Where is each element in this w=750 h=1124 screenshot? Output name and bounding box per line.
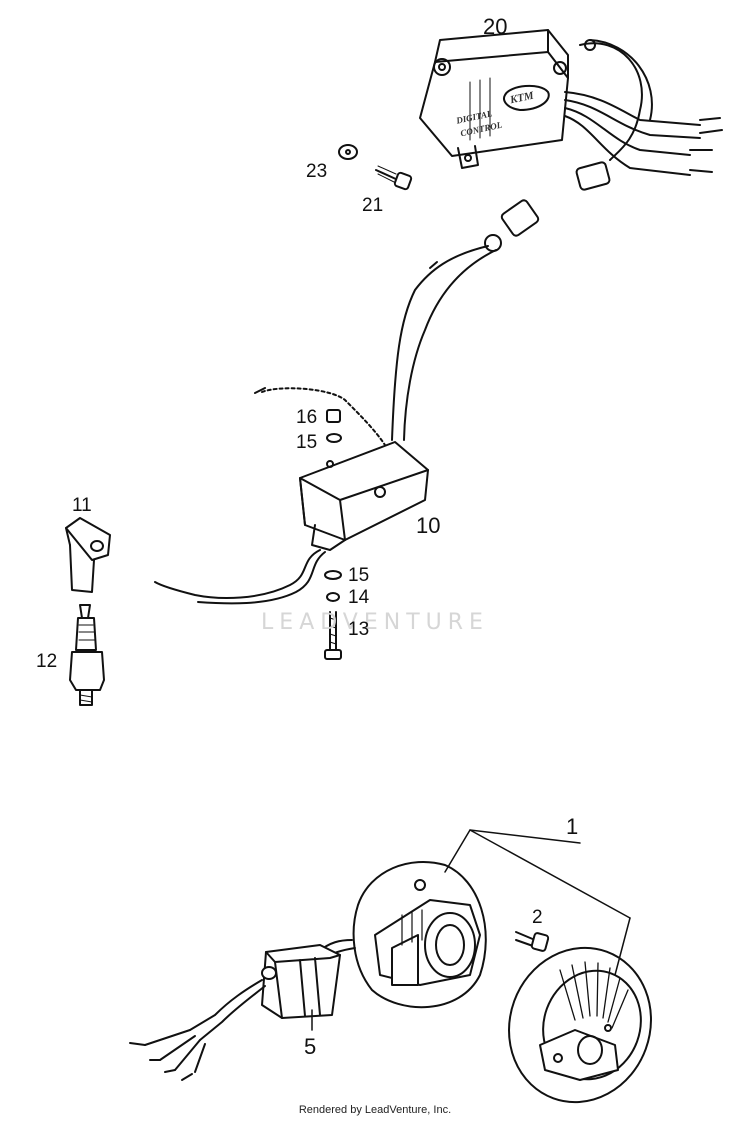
callout-16: 16 bbox=[296, 407, 318, 428]
callout-15-lower: 15 bbox=[348, 565, 370, 586]
callout-11: 11 bbox=[72, 495, 92, 516]
washer-15-upper bbox=[326, 433, 342, 443]
callout-20: 20 bbox=[483, 14, 508, 39]
ignition-coil bbox=[154, 387, 429, 605]
callout-21: 21 bbox=[362, 195, 384, 216]
callout-23: 23 bbox=[306, 161, 328, 182]
callout-10: 10 bbox=[416, 513, 441, 538]
connector-cable bbox=[391, 199, 540, 441]
leader-lines bbox=[311, 829, 631, 1031]
spark-plug-cap bbox=[65, 517, 111, 593]
washer-23 bbox=[338, 144, 358, 160]
stator-plate bbox=[317, 860, 487, 1009]
callout-14: 14 bbox=[348, 587, 370, 608]
bolt-21 bbox=[375, 165, 413, 191]
washer-14 bbox=[326, 592, 340, 602]
bolt-13 bbox=[324, 611, 342, 660]
footer-credit: Rendered by LeadVenture, Inc. bbox=[298, 1104, 452, 1116]
callout-2: 2 bbox=[532, 907, 543, 928]
callout-13: 13 bbox=[348, 619, 370, 640]
nut-16 bbox=[326, 409, 341, 423]
callout-12: 12 bbox=[36, 651, 58, 672]
pickup-coil bbox=[129, 944, 341, 1081]
watermark: LEADVENTURE bbox=[261, 610, 489, 635]
spark-plug bbox=[69, 604, 105, 706]
callout-1: 1 bbox=[566, 814, 579, 839]
washer-15-lower bbox=[324, 570, 342, 580]
callout-5: 5 bbox=[304, 1034, 317, 1059]
callout-15-upper: 15 bbox=[296, 432, 318, 453]
screw-2 bbox=[515, 931, 550, 952]
digital-control-module bbox=[419, 29, 723, 191]
flywheel-rotor bbox=[508, 946, 652, 1104]
